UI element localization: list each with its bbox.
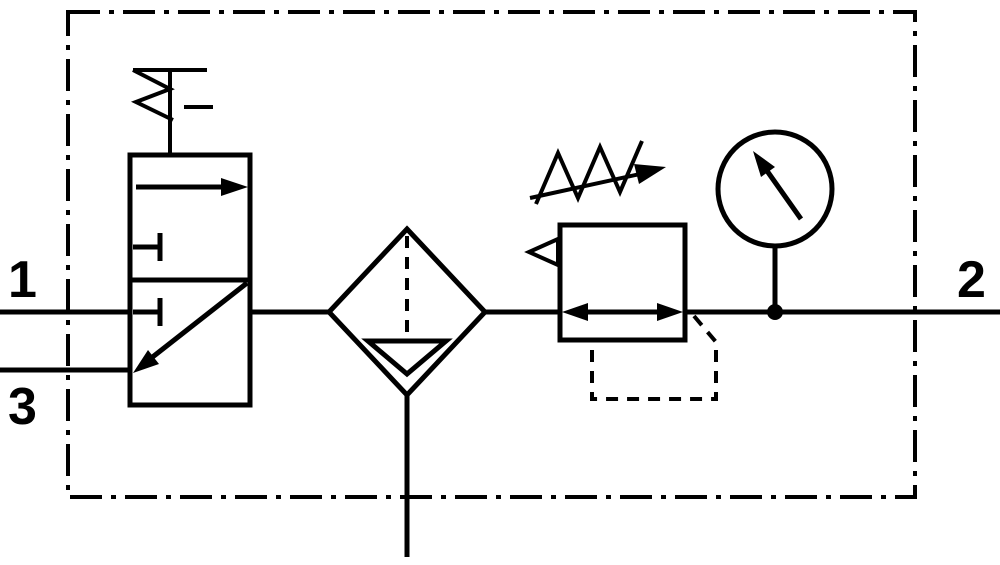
adjustment-spring-zigzag	[534, 140, 644, 205]
adjustment-arrowhead-icon	[634, 164, 666, 184]
filter-water-separator-symbol	[325, 225, 489, 557]
regulator-right-arrowhead-icon	[657, 303, 683, 321]
shut-off-valve-symbol	[127, 68, 253, 408]
valve-flow-arrowhead-icon	[221, 178, 248, 196]
junction-dot	[767, 304, 783, 320]
regulator-body	[557, 222, 688, 343]
filter-diamond-body	[325, 225, 489, 399]
valve-actuator-spring-icon	[130, 68, 213, 155]
relief-vent-triangle-icon	[524, 235, 560, 269]
separator-triangle-icon	[361, 338, 453, 378]
pilot-feedback-dashed-line	[590, 314, 718, 401]
gauge-dial	[715, 129, 835, 249]
actuator-zigzag-spring	[130, 68, 175, 122]
regulator-left-arrowhead-icon	[562, 303, 588, 321]
port-3-label: 3	[8, 378, 37, 436]
gauge-needle-line	[762, 166, 804, 221]
valve-exhaust-arrowhead-icon	[133, 350, 159, 373]
gauge-needle-arrowhead-icon	[753, 151, 775, 177]
pressure-gauge-symbol	[715, 129, 835, 320]
adjustment-arrow-line	[529, 172, 641, 200]
port-labels: 1 3 2	[8, 251, 986, 436]
valve-exhaust-arrow-line	[148, 281, 249, 361]
pressure-regulator-symbol	[524, 140, 718, 401]
pneumatic-lines	[0, 309, 1000, 373]
port-1-label: 1	[8, 251, 37, 309]
enclosure-dashdot-border	[66, 10, 917, 499]
enclosure-boundary	[66, 10, 917, 499]
port-2-label: 2	[957, 251, 986, 309]
